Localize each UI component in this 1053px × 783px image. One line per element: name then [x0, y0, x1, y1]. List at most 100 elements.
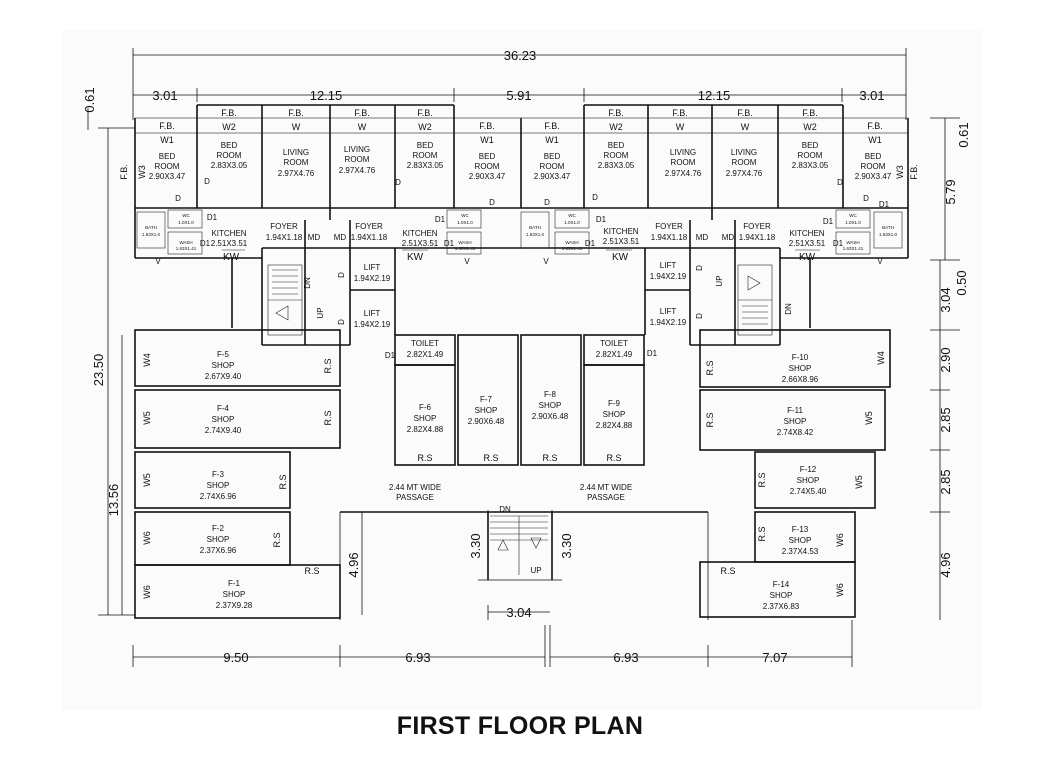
- wash-size: 1.63X1.41: [455, 246, 476, 251]
- kitchen-label: KITCHEN: [402, 229, 437, 238]
- shop-id: F-10: [792, 353, 809, 362]
- dim-bot-693b: 6.93: [613, 650, 638, 665]
- window-tag-w4: W4: [142, 353, 152, 367]
- shop-size: 2.90X6.48: [532, 412, 569, 421]
- shop-id: F-4: [217, 404, 230, 413]
- wash-label: WASH: [565, 240, 578, 245]
- wash-label: WASH: [458, 240, 471, 245]
- window-tag-w3: W3: [137, 165, 147, 179]
- dim-right-290: 2.90: [938, 347, 953, 372]
- fb-label: F.B.: [221, 108, 237, 118]
- room-size: 2.83X3.05: [211, 161, 248, 170]
- shop-id: F-8: [544, 390, 557, 399]
- shop-id: F-9: [608, 399, 621, 408]
- window-tag-w2: W2: [418, 122, 432, 132]
- dim-right-496: 4.96: [938, 552, 953, 577]
- stair-dn: DN: [499, 505, 511, 514]
- main-door-md: MD: [334, 233, 347, 242]
- door-tag-d1: D1: [596, 215, 607, 224]
- passage-label: PASSAGE: [396, 493, 434, 502]
- dim-left-496: 4.96: [346, 552, 361, 577]
- shop-size: 2.90X6.48: [468, 417, 505, 426]
- shop-size: 2.74X6.96: [200, 492, 237, 501]
- foyer-label: FOYER: [355, 222, 383, 231]
- window-tag-w5: W5: [864, 411, 874, 425]
- shop-walls: [134, 329, 891, 619]
- door-tag-d1: D1: [647, 349, 658, 358]
- rs-tag: R.S: [483, 453, 498, 463]
- room-name: ROOM: [732, 158, 757, 167]
- wash-size: 1.63X1.41: [843, 246, 864, 251]
- kitchen-foyer-labels: KITCHEN 2.51X3.51 KITCHEN 2.51X3.51 KITC…: [211, 222, 826, 248]
- shop-size: 2.74X8.42: [777, 428, 814, 437]
- dim-right-flat: 5.79: [943, 179, 958, 204]
- room-name: BED: [159, 152, 176, 161]
- main-door-md: MD: [722, 233, 735, 242]
- shop-label: SHOP: [797, 476, 820, 485]
- door-tag-d: D: [544, 198, 550, 207]
- lift-door-d: D: [337, 272, 346, 278]
- fb-label: F.B.: [608, 108, 624, 118]
- room-name: LIVING: [283, 148, 309, 157]
- rs-tag: R.S: [278, 474, 288, 489]
- wash-size: 1.63X1.41: [176, 246, 197, 251]
- rs-tag: R.S: [705, 360, 715, 375]
- shop-id: F-2: [212, 524, 225, 533]
- room-size: 2.97X4.76: [726, 169, 763, 178]
- wc-label: WC: [568, 213, 576, 218]
- shop-label: SHOP: [603, 410, 626, 419]
- shop-label: SHOP: [475, 406, 498, 415]
- dim-stair-330a: 3.30: [468, 533, 483, 558]
- dim-right-285a: 2.85: [938, 407, 953, 432]
- door-tag-d1: D1: [833, 239, 844, 248]
- room-size: 2.97X4.76: [339, 166, 376, 175]
- dim-right-top: 0.61: [956, 122, 971, 147]
- vent-tag-v: V: [543, 257, 549, 266]
- shop-label: SHOP: [784, 417, 807, 426]
- shop-window-tags: W4 W5 W5 W6 W6 W4 W5 W5 W6 W6: [142, 351, 886, 599]
- foyer-label: FOYER: [270, 222, 298, 231]
- wc-size: 1.0X1.0: [457, 220, 473, 225]
- room-name: LIVING: [670, 148, 696, 157]
- window-tag-w1: W1: [868, 135, 882, 145]
- shop-size: 2.37X4.53: [782, 547, 819, 556]
- fb-label: F.B.: [544, 121, 560, 131]
- door-tag-d1: D1: [435, 215, 446, 224]
- passage-label: 2.44 MT WIDE: [580, 483, 632, 492]
- toilet-label: TOILET: [411, 339, 439, 348]
- room-name: ROOM: [284, 158, 309, 167]
- door-tag-d1: D1: [385, 351, 396, 360]
- room-name: ROOM: [217, 151, 242, 160]
- shop-id: F-14: [773, 580, 790, 589]
- wc-bath-boxes: [136, 209, 903, 255]
- shop-id: F-13: [792, 525, 809, 534]
- shop-label: SHOP: [770, 591, 793, 600]
- kw-tag: KW: [223, 252, 240, 263]
- plan-title: FIRST FLOOR PLAN: [396, 712, 644, 740]
- fb-label-side: F.B.: [909, 164, 919, 180]
- room-name: ROOM: [155, 162, 180, 171]
- dim-right-050: 0.50: [954, 270, 969, 295]
- dim-top-c: 5.91: [506, 88, 531, 103]
- shop-size: 2.74X9.40: [205, 426, 242, 435]
- foyer-size: 1.94X1.18: [266, 233, 303, 242]
- fb-label-side: F.B.: [119, 164, 129, 180]
- window-tag-w4: W4: [876, 351, 886, 365]
- lift-label: LIFT: [364, 309, 381, 318]
- bath-label: BATH: [145, 225, 157, 230]
- stair-up: UP: [316, 307, 325, 318]
- window-tag-w6: W6: [835, 583, 845, 597]
- room-name: ROOM: [413, 151, 438, 160]
- flat-walls: [134, 104, 909, 346]
- wc-label: WC: [182, 213, 190, 218]
- wash-label: WASH: [179, 240, 192, 245]
- door-tag-d: D: [592, 193, 598, 202]
- kitchen-label: KITCHEN: [211, 229, 246, 238]
- shop-label: SHOP: [212, 415, 235, 424]
- shop-label: SHOP: [212, 361, 235, 370]
- room-size: 2.83X3.05: [792, 161, 829, 170]
- door-tag-d1: D1: [207, 213, 218, 222]
- room-name: BED: [221, 141, 238, 150]
- stair-dn: DN: [303, 277, 312, 289]
- lift-size: 1.94X2.19: [354, 274, 391, 283]
